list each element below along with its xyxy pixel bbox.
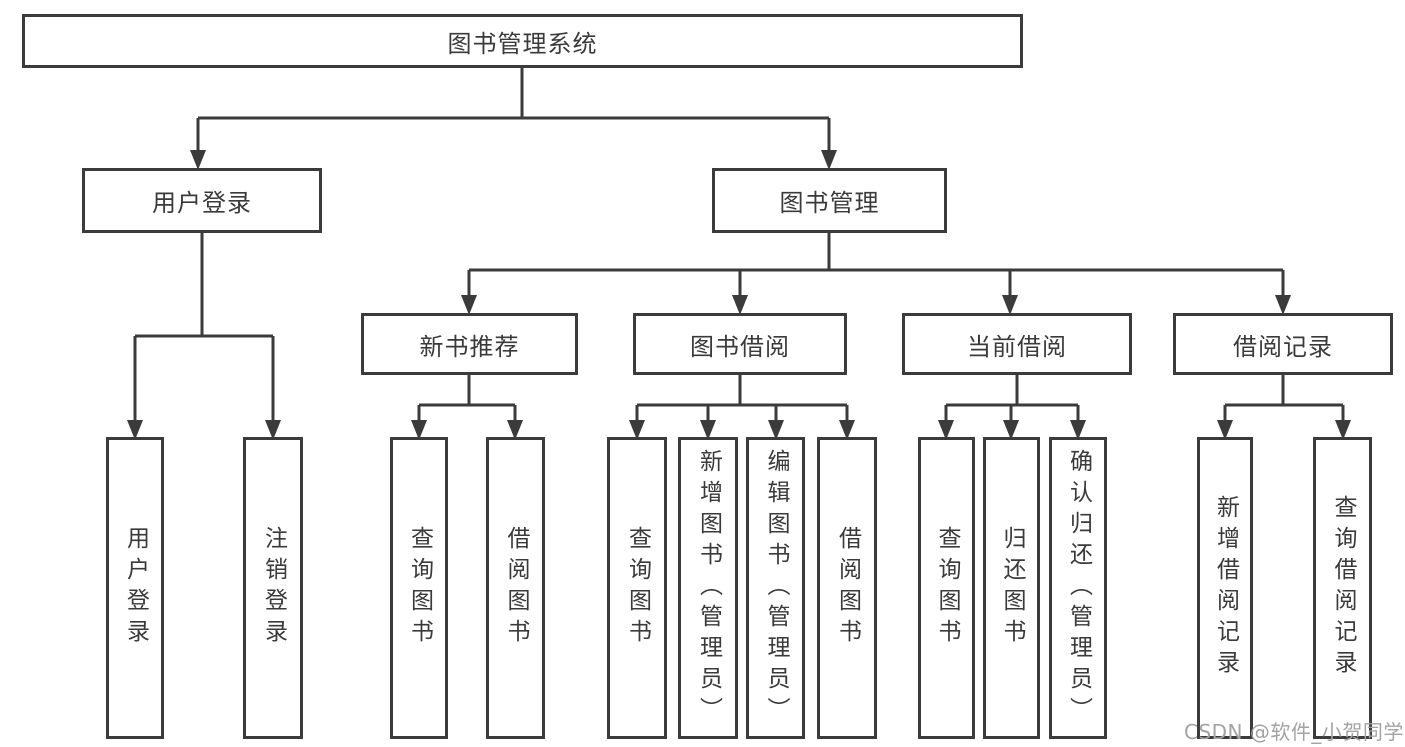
- leaf-borrow-books-label: 借阅图书: [834, 526, 861, 650]
- node-book-management: 图书管理: [712, 168, 947, 233]
- leaf-confirm-return-admin-label: 确认归还（管理员）: [1065, 448, 1092, 728]
- node-book-borrowing-label: 图书借阅: [690, 332, 790, 361]
- node-borrowing-records: 借阅记录: [1173, 313, 1393, 375]
- leaf-query-books-recommend: 查询图书: [390, 437, 448, 739]
- leaf-query-books-borrowing-label: 查询图书: [624, 526, 651, 650]
- arrowheads: [127, 150, 1351, 440]
- node-borrowing-records-label: 借阅记录: [1233, 332, 1333, 361]
- csdn-watermark: CSDN @软件_小贺同学: [1184, 720, 1404, 744]
- node-current-borrowing: 当前借阅: [902, 313, 1132, 375]
- leaf-query-books-borrowing: 查询图书: [607, 437, 667, 739]
- leaf-return-book-label: 归还图书: [999, 526, 1025, 650]
- leaf-query-borrow-record: 查询借阅记录: [1313, 437, 1372, 739]
- node-new-book-recommend: 新书推荐: [361, 313, 578, 375]
- node-book-borrowing: 图书借阅: [633, 313, 847, 375]
- leaf-user-login: 用户登录: [106, 437, 164, 739]
- node-new-book-recommend-label: 新书推荐: [419, 332, 520, 361]
- leaf-logout-label: 注销登录: [260, 526, 287, 650]
- leaf-return-book: 归还图书: [983, 437, 1040, 739]
- leaf-user-login-label: 用户登录: [122, 526, 149, 650]
- leaf-confirm-return-admin: 确认归还（管理员）: [1049, 437, 1107, 739]
- leaf-add-book-admin: 新增图书（管理员）: [678, 437, 738, 739]
- node-book-management-label: 图书管理: [779, 189, 880, 217]
- leaf-borrow-books: 借阅图书: [817, 437, 877, 739]
- leaf-borrow-books-recommend-label: 借阅图书: [503, 526, 529, 650]
- leaf-add-book-admin-label: 新增图书（管理员）: [695, 448, 722, 728]
- leaf-add-borrow-record: 新增借阅记录: [1197, 437, 1253, 739]
- leaf-logout: 注销登录: [243, 437, 303, 739]
- node-root: 图书管理系统: [22, 14, 1023, 68]
- leaf-query-books-current: 查询图书: [918, 437, 975, 739]
- leaf-query-borrow-record-label: 查询借阅记录: [1330, 495, 1356, 681]
- leaf-edit-book-admin-label: 编辑图书（管理员）: [763, 448, 789, 728]
- leaf-query-books-recommend-label: 查询图书: [406, 526, 433, 650]
- leaf-edit-book-admin: 编辑图书（管理员）: [746, 437, 805, 739]
- node-current-borrowing-label: 当前借阅: [967, 332, 1067, 361]
- node-user-login-label: 用户登录: [152, 189, 252, 217]
- leaf-add-borrow-record-label: 新增借阅记录: [1212, 495, 1239, 681]
- node-root-label: 图书管理系统: [447, 29, 598, 58]
- node-user-login: 用户登录: [82, 168, 322, 233]
- leaf-borrow-books-recommend: 借阅图书: [486, 437, 545, 739]
- leaf-query-books-current-label: 查询图书: [934, 526, 960, 650]
